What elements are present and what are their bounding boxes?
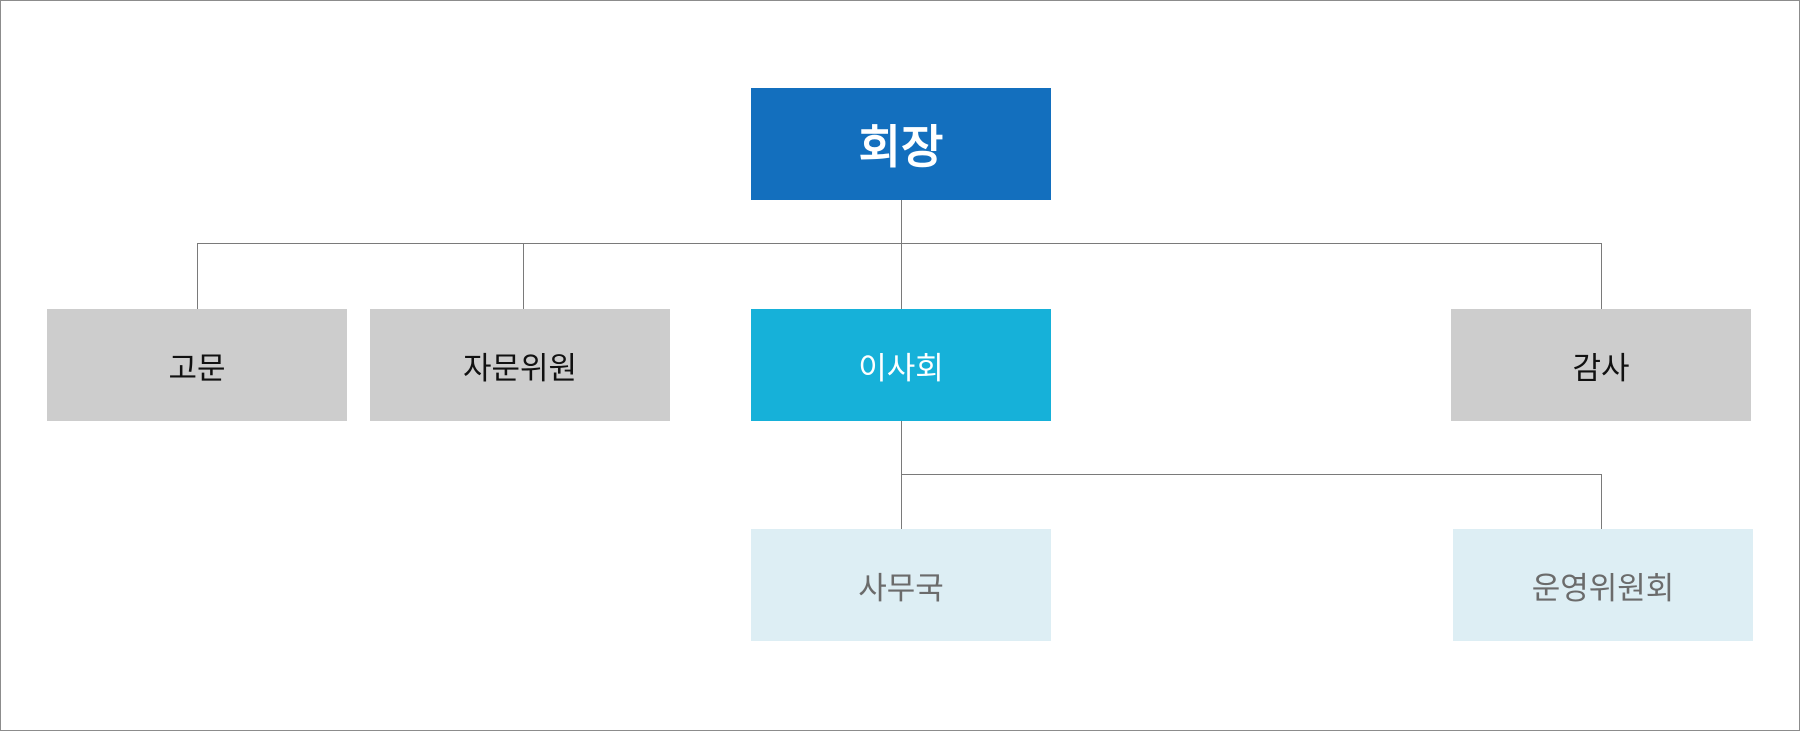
node-advisor-label: 고문 <box>168 350 226 387</box>
node-auditor-label: 감사 <box>1572 350 1630 387</box>
node-operating-committee: 운영위원회 <box>1453 529 1753 641</box>
connector-to-operating-committee <box>1601 474 1602 529</box>
connector-level2-bus <box>197 243 1601 244</box>
node-secretariat-label: 사무국 <box>858 570 944 607</box>
node-advisor: 고문 <box>47 309 347 421</box>
connector-to-advisor <box>197 243 198 309</box>
node-board-of-directors: 이사회 <box>751 309 1051 421</box>
node-operating-committee-label: 운영위원회 <box>1531 570 1675 607</box>
connector-to-advisory-committee <box>523 243 524 309</box>
node-chairman: 회장 <box>751 88 1051 200</box>
connector-to-auditor <box>1601 243 1602 309</box>
node-board-of-directors-label: 이사회 <box>858 350 944 387</box>
connector-level3-bus <box>901 474 1601 475</box>
connector-to-board <box>901 243 902 309</box>
node-auditor: 감사 <box>1451 309 1751 421</box>
node-advisory-committee-label: 자문위원 <box>462 350 578 387</box>
node-secretariat: 사무국 <box>751 529 1051 641</box>
node-advisory-committee: 자문위원 <box>370 309 670 421</box>
connector-top-down <box>901 199 902 243</box>
node-chairman-label: 회장 <box>858 120 944 174</box>
